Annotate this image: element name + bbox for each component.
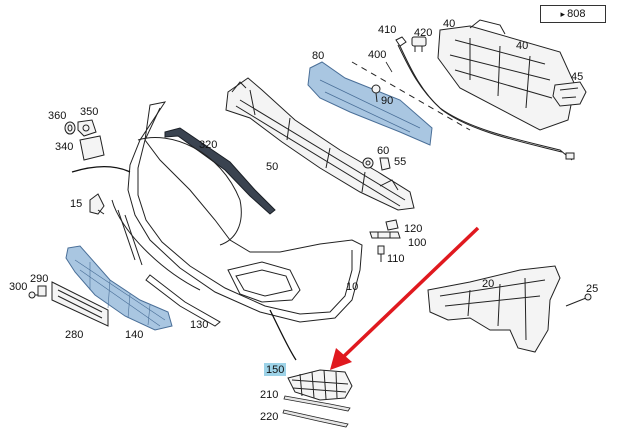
trim-strip-210 [283,395,351,412]
label-15: 15 [70,198,82,210]
label-140: 140 [125,329,143,341]
retainer-420 [411,36,427,52]
label-360: 360 [48,110,66,122]
air-duct-80 [307,61,433,146]
lower-grille-140 [65,245,173,331]
label-420: 420 [414,27,432,39]
label-25: 25 [586,283,598,295]
reference-page: 808 [567,8,586,20]
trim-strip-220 [282,409,349,428]
label-50: 50 [266,161,278,173]
label-130: 130 [190,319,208,331]
cap-15 [89,193,105,215]
label-350: 350 [80,106,98,118]
clip-120 [385,219,399,231]
grille-150 [287,369,353,401]
trim-130 [145,274,221,327]
label-40-right: 40 [516,40,528,52]
label-340: 340 [55,141,73,153]
label-410: 410 [378,24,396,36]
label-220: 220 [260,411,278,423]
bracket-100 [369,231,401,239]
sensor-350 [77,119,97,137]
label-55: 55 [394,156,406,168]
sensor-360 [64,121,76,135]
label-120: 120 [404,223,422,235]
label-280: 280 [65,329,83,341]
reference-line-400 [351,61,471,131]
highlight-box-150 [264,363,286,376]
label-40-top: 40 [443,18,455,30]
label-10: 10 [346,281,358,293]
bracket-340 [79,135,105,161]
label-20: 20 [482,278,494,290]
bracket-20 [427,265,561,353]
leader-arrow-left [71,166,131,173]
label-290: 290 [30,273,48,285]
label-210: 210 [260,389,278,401]
label-80: 80 [312,50,324,62]
label-320: 320 [199,139,217,151]
plate-bracket-280 [51,281,109,327]
highlight-arrow [330,226,480,370]
leader-arrow-150 [269,309,297,361]
label-150: 150 [266,364,284,376]
label-110: 110 [387,253,405,265]
label-400: 400 [368,49,386,61]
clip-55 [379,157,391,171]
screw-25 [565,293,592,307]
cross-member-50 [225,77,415,211]
bumper-cover-10 [111,101,363,323]
clip-290 [37,285,47,297]
label-60: 60 [377,145,389,157]
label-90: 90 [381,95,393,107]
trim-strip-320 [164,127,276,215]
screw-90 [371,84,381,103]
impact-absorber-40 [437,19,576,131]
label-300: 300 [9,281,27,293]
bracket-45 [552,81,587,107]
reference-box[interactable]: ▸ 808 [540,5,606,23]
clip-60 [362,157,374,169]
label-100: 100 [408,237,426,249]
wiring-harness-400 [395,36,575,161]
leader-400 [385,61,393,73]
label-45: 45 [571,71,583,83]
play-arrow-icon: ▸ [560,8,566,19]
screw-110 [377,245,385,262]
